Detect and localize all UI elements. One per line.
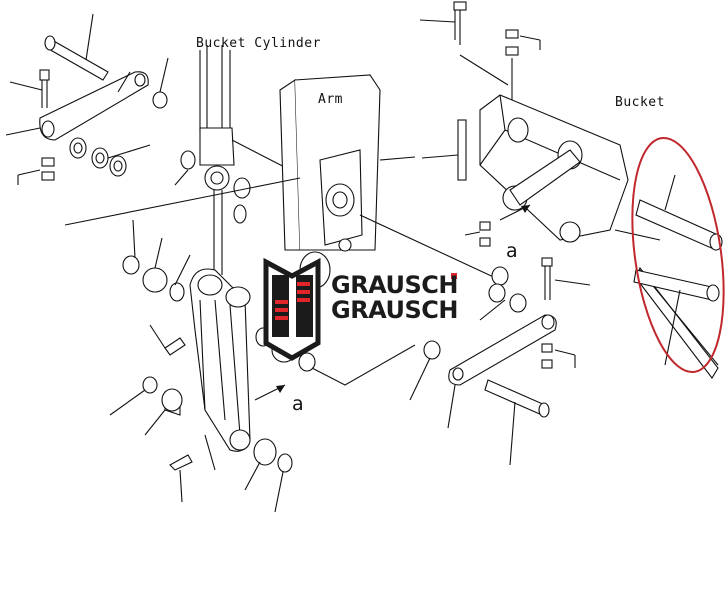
- washers-left: [17, 57, 169, 185]
- arm: [279, 74, 501, 289]
- link-assembly: [64, 177, 416, 513]
- link-lower-right: [409, 266, 576, 466]
- logo-text: GRAUSCH GRAUSCH: [331, 271, 459, 324]
- label-bucket: Bucket: [615, 95, 665, 110]
- highlight-ellipse: [631, 136, 725, 374]
- bucket: [419, 1, 723, 379]
- bolt-left: [9, 69, 50, 108]
- reference-a-bucket: a: [506, 240, 518, 262]
- link-left: [5, 71, 149, 141]
- bucket-cylinder: [174, 45, 304, 275]
- label-arm: Arm: [318, 92, 343, 107]
- reference-a-link: a: [292, 393, 304, 415]
- logo-icon: [263, 257, 457, 361]
- logo-line-1: GRAUSCH: [331, 271, 459, 299]
- logo-line-2: GRAUSCH: [331, 296, 459, 324]
- label-bucket-cylinder: Bucket Cylinder: [196, 36, 321, 51]
- pin-top-left: [44, 13, 109, 81]
